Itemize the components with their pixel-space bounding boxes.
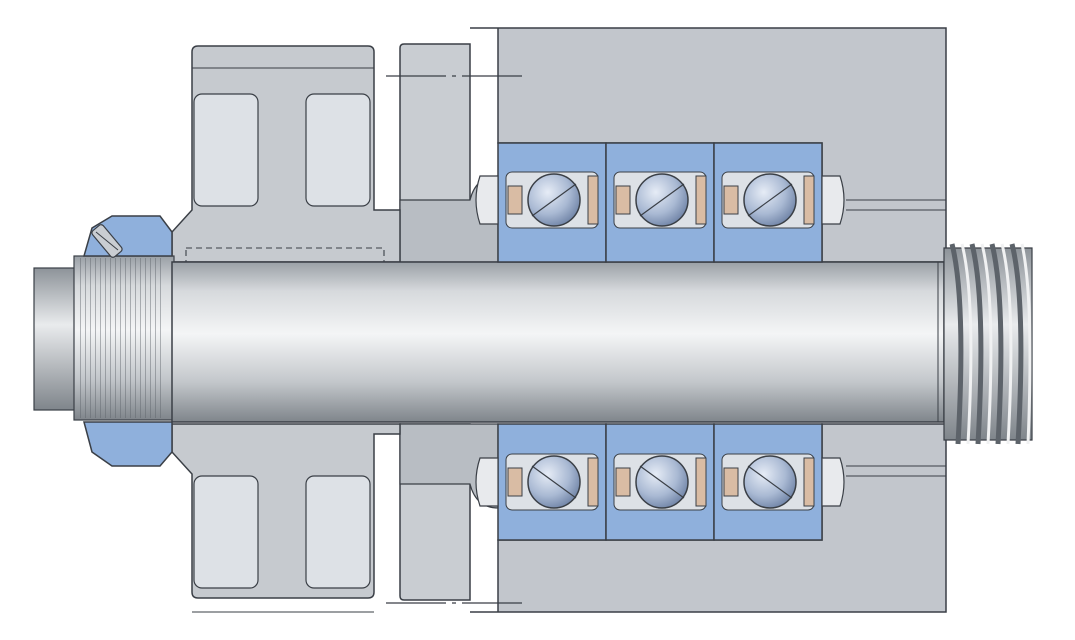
bearing-cage	[507, 185, 523, 215]
contact-angle-line	[747, 183, 793, 217]
bearing-end-cap	[821, 175, 845, 225]
bearing-cage	[587, 457, 599, 507]
bearing-upper-2	[605, 142, 715, 263]
bearing-lower-2	[605, 423, 715, 541]
bearing-cage	[695, 175, 707, 225]
bearing-end-cap	[475, 457, 499, 507]
lock-nut	[83, 215, 173, 467]
ball-screw	[943, 243, 1033, 445]
bearing-cage	[507, 467, 523, 497]
set-screw-icon	[91, 224, 123, 258]
angular-contact-bearing-set	[475, 142, 845, 541]
contact-angle-line	[639, 465, 685, 499]
bearing-lower-1	[497, 423, 607, 541]
bearing-upper-1	[497, 142, 607, 263]
bearing-end-cap	[475, 175, 499, 225]
bearing-cage	[723, 185, 739, 215]
bearing-end-cap	[821, 457, 845, 507]
shaft	[33, 255, 945, 423]
bearing-cage	[723, 467, 739, 497]
bearing-upper-3	[713, 142, 823, 263]
bearing-cage	[587, 175, 599, 225]
bearing-lower-3	[713, 423, 823, 541]
bearing-cage	[615, 185, 631, 215]
bearing-cage	[803, 175, 815, 225]
contact-angle-line	[747, 465, 793, 499]
pulley	[171, 45, 401, 613]
bearing-cage	[803, 457, 815, 507]
contact-angle-line	[531, 183, 577, 217]
bearing-cage	[615, 467, 631, 497]
contact-angle-line	[531, 465, 577, 499]
contact-angle-line	[639, 183, 685, 217]
bearing-cage	[695, 457, 707, 507]
